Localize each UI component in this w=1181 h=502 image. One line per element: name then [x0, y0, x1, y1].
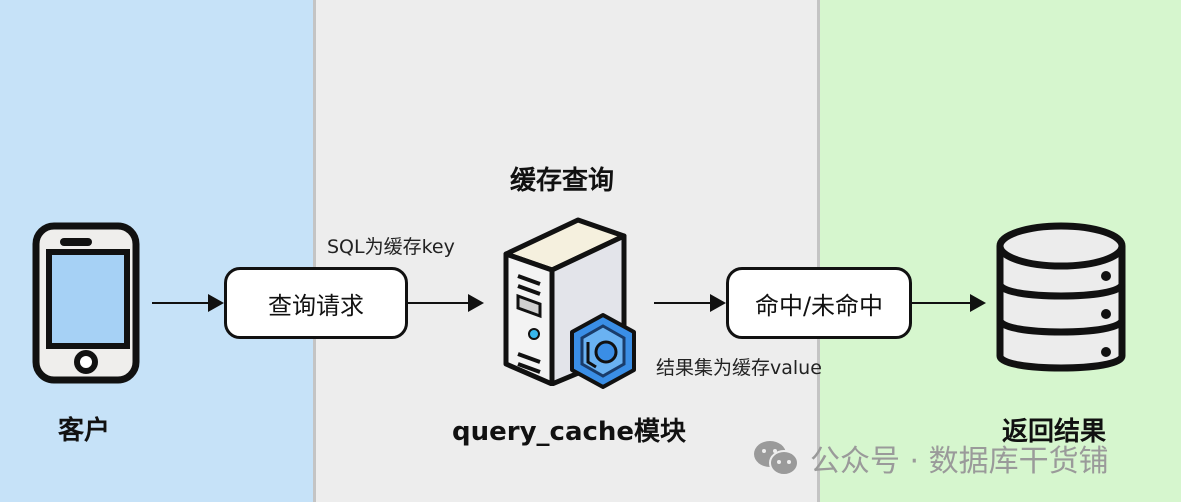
result-value-note: 结果集为缓存value	[656, 357, 822, 379]
result-label: 返回结果	[1002, 417, 1107, 447]
arrow-hit-to-result	[912, 294, 986, 312]
database-icon	[996, 222, 1126, 372]
divider-right	[817, 0, 820, 502]
query-request-label: 查询请求	[268, 291, 364, 320]
hit-miss-label: 命中/未命中	[754, 291, 884, 320]
arrow-cache-to-hit	[654, 294, 726, 312]
hit-miss-box: 命中/未命中	[726, 267, 912, 339]
wechat-icon	[754, 441, 799, 476]
arrow-request-to-cache	[408, 294, 484, 312]
watermark-text: 公众号 · 数据库干货铺	[810, 444, 1109, 479]
sql-key-note: SQL为缓存key	[327, 236, 455, 258]
query-request-box: 查询请求	[224, 267, 408, 339]
watermark: 公众号 · 数据库干货铺	[752, 436, 1109, 480]
client-label: 客户	[58, 416, 111, 446]
arrow-client-to-request	[152, 294, 224, 312]
cache-title: 缓存查询	[510, 166, 615, 196]
cache-module-icon	[570, 313, 636, 389]
query-cache-module-label: query_cache模块	[452, 417, 687, 447]
smartphone-icon	[32, 222, 140, 384]
divider-left	[313, 0, 316, 502]
